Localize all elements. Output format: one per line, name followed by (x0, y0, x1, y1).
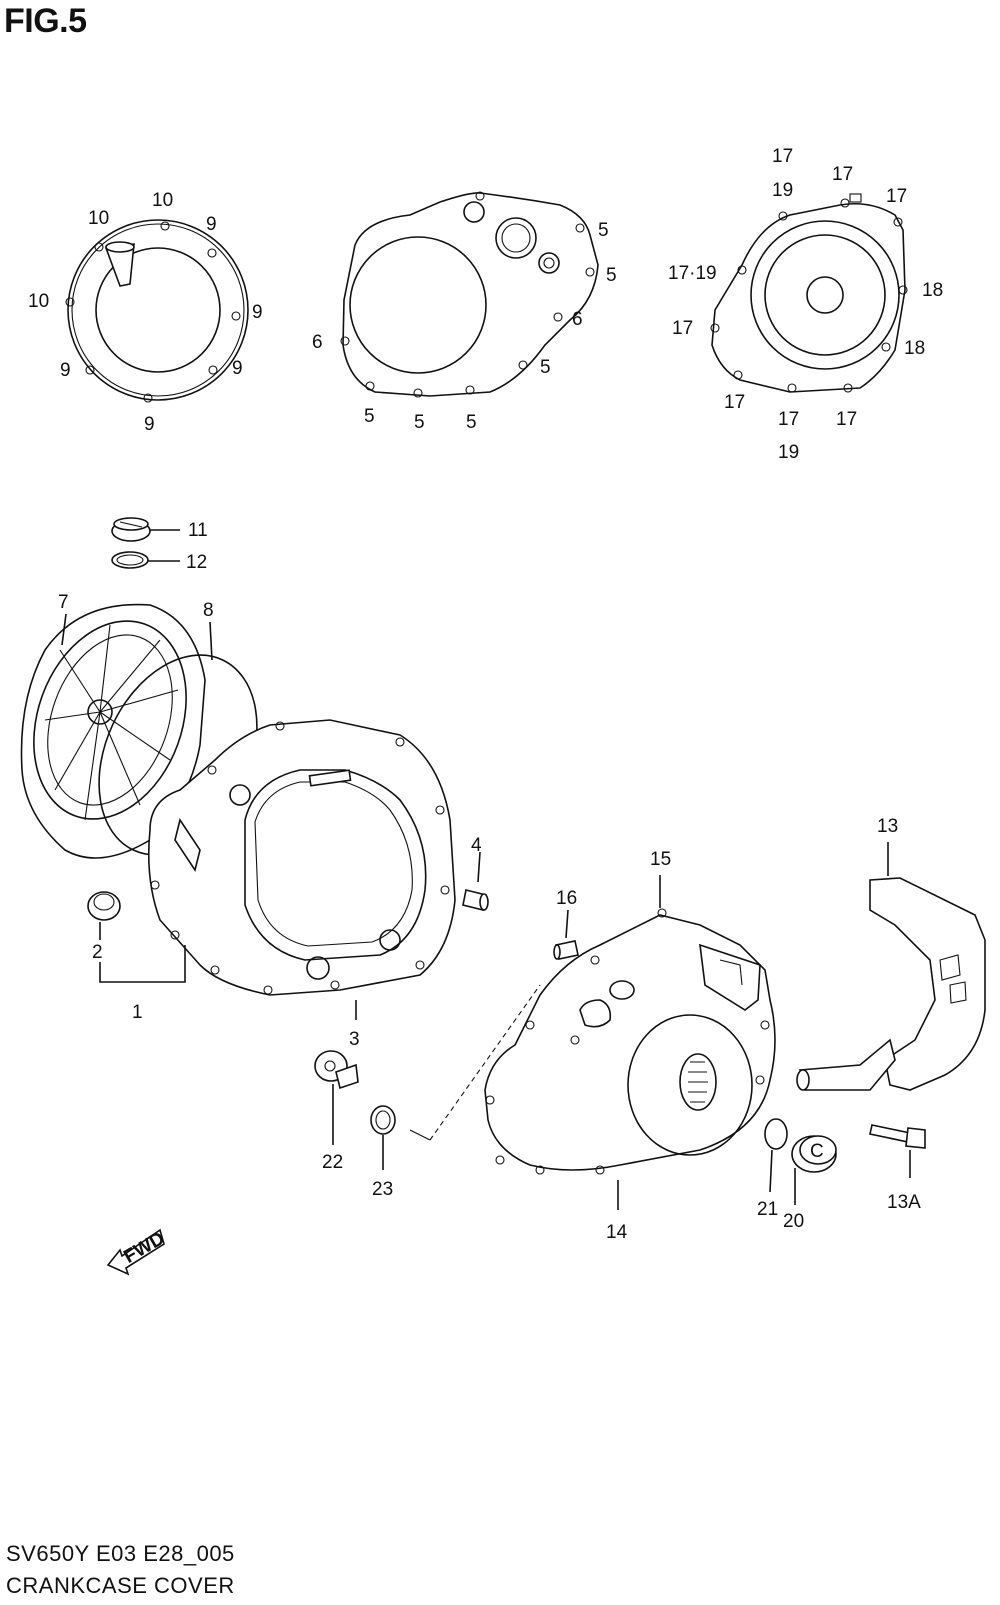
part-label: 9 (144, 414, 155, 435)
part-label: 15 (650, 849, 671, 870)
forward-arrow-icon: FWD (106, 1228, 168, 1276)
part-label: 16 (556, 888, 577, 909)
leader-line-dashed (429, 984, 541, 1141)
part-label: 5 (466, 412, 477, 433)
o-ring-2 (764, 1118, 788, 1193)
part-label: 21 (757, 1199, 778, 1220)
part-label: 5 (606, 265, 617, 286)
crankcase-cover (147, 719, 456, 1020)
part-label: 19 (778, 442, 799, 463)
part-label: 6 (572, 309, 583, 330)
part-label: 6 (312, 332, 323, 353)
part-label: 13A (887, 1192, 921, 1213)
part-label: 4 (471, 835, 482, 856)
part-label: 11 (188, 520, 208, 541)
part-label: 10 (28, 291, 49, 312)
part-label: 9 (60, 360, 71, 381)
fwd-label: FWD (120, 1228, 168, 1268)
part-label: 9 (206, 214, 217, 235)
bolt (869, 1124, 926, 1178)
clutch-cover-gasket (65, 219, 249, 403)
gasket-washer (370, 1105, 396, 1170)
part-label: 22 (322, 1152, 343, 1173)
sprocket-cover (796, 842, 986, 1091)
part-label: 10 (152, 190, 173, 211)
part-label: 1 (132, 1002, 143, 1023)
part-label: 13 (877, 816, 898, 837)
part-label: 3 (349, 1029, 360, 1050)
part-label: 14 (606, 1222, 628, 1243)
plug-cap-2: C (791, 1135, 837, 1205)
part-label: 5 (414, 412, 425, 433)
model-code: SV650Y E03 E28_005 (6, 1541, 235, 1566)
part-label: 17 (832, 164, 853, 185)
part-label: 17 (724, 392, 745, 413)
o-ring (111, 551, 180, 569)
generator-cover (484, 875, 776, 1210)
section-name: CRANKCASE COVER (6, 1573, 235, 1598)
part-label: 17 (778, 409, 799, 430)
part-label: 17·19 (668, 263, 717, 284)
drain-bolt (314, 1050, 359, 1145)
plug-cap (87, 891, 186, 983)
part-label: 17 (772, 146, 793, 167)
part-label: 9 (252, 302, 263, 323)
svg-text:C: C (810, 1141, 824, 1162)
part-label: 17 (886, 186, 907, 207)
dowel-pin (462, 851, 489, 911)
part-label: 23 (372, 1179, 393, 1200)
dowel-pin-2 (553, 909, 579, 960)
part-label: 8 (203, 600, 214, 621)
part-label: 12 (186, 552, 207, 573)
part-label: 2 (92, 942, 103, 963)
part-label: 10 (88, 208, 109, 229)
figure-title: FIG.5 (4, 2, 87, 40)
part-label: 20 (783, 1211, 804, 1232)
part-label: 5 (598, 220, 609, 241)
part-label: 19 (772, 180, 793, 201)
part-label: 5 (540, 357, 551, 378)
part-label: 7 (58, 592, 69, 613)
generator-cover-gasket (710, 193, 908, 393)
part-label: 17 (672, 318, 693, 339)
part-label: 17 (836, 409, 857, 430)
crankcase-cover-gasket (340, 191, 599, 398)
part-label: 5 (364, 406, 375, 427)
part-label: 18 (922, 280, 943, 301)
oil-filler-cap (111, 517, 180, 542)
part-label: 18 (904, 338, 925, 359)
part-label: 9 (232, 358, 243, 379)
